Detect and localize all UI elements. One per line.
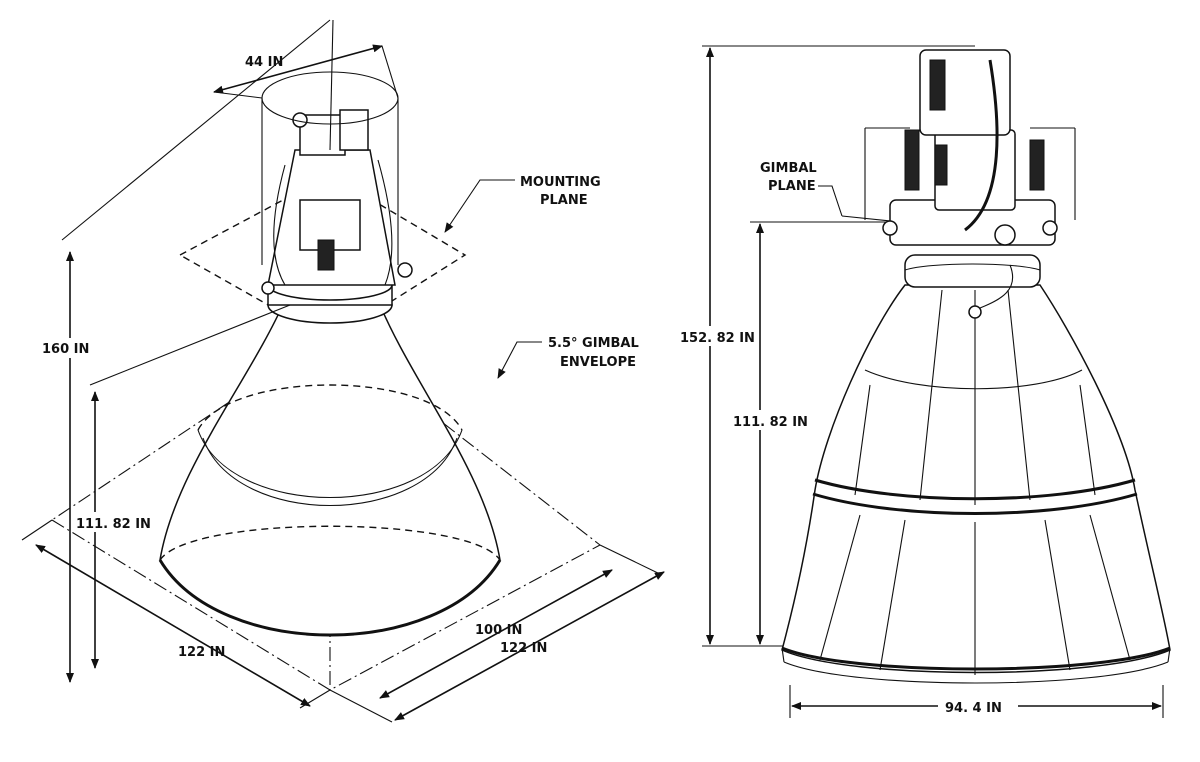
label-height-111-82in-left: 111. 82 IN xyxy=(76,517,151,532)
right-elevation-view: 152. 82 IN 111. 82 IN GIMBAL PLANE xyxy=(676,45,1171,718)
right-engine-assembly xyxy=(864,49,1076,319)
label-height-152-82in: 152. 82 IN xyxy=(680,331,755,346)
label-gimbal-plane-line2: PLANE xyxy=(768,179,816,194)
dimension-44in: 44 IN xyxy=(213,44,399,99)
label-mounting-plane-line1: MOUNTING xyxy=(520,175,601,190)
dimension-94-4in: 94. 4 IN xyxy=(789,685,1164,718)
left-engine-assembly xyxy=(261,109,413,324)
label-gimbal-envelope-line1: 5.5° GIMBAL xyxy=(548,336,639,351)
right-nozzle-bell xyxy=(781,284,1171,684)
label-width-122in-right: 122 IN xyxy=(500,641,547,656)
gimbal-plane-callout: GIMBAL PLANE xyxy=(760,161,901,223)
left-nozzle-bell xyxy=(158,299,502,637)
dimension-111-82in-right: 111. 82 IN xyxy=(730,221,890,645)
label-gimbal-plane-line1: GIMBAL xyxy=(760,161,817,176)
label-width-122in-left: 122 IN xyxy=(178,645,225,660)
label-width-100in: 100 IN xyxy=(475,623,522,638)
left-isometric-view: 44 IN MOUNTING PLANE 5.5° GIMBAL ENVELOP… xyxy=(21,19,665,723)
dimension-bottom-widths: 122 IN 100 IN 122 IN xyxy=(21,519,665,723)
label-height-160in: 160 IN xyxy=(42,342,89,357)
label-mounting-plane-line2: PLANE xyxy=(540,193,588,208)
label-exit-diameter-94-4in: 94. 4 IN xyxy=(945,701,1002,716)
mounting-plane-callout: MOUNTING PLANE xyxy=(444,175,601,233)
dimension-152-82in: 152. 82 IN xyxy=(676,45,975,647)
gimbal-envelope-callout: 5.5° GIMBAL ENVELOPE xyxy=(497,336,639,379)
label-height-111-82in-right: 111. 82 IN xyxy=(733,415,808,430)
label-gimbal-envelope-line2: ENVELOPE xyxy=(560,355,636,370)
